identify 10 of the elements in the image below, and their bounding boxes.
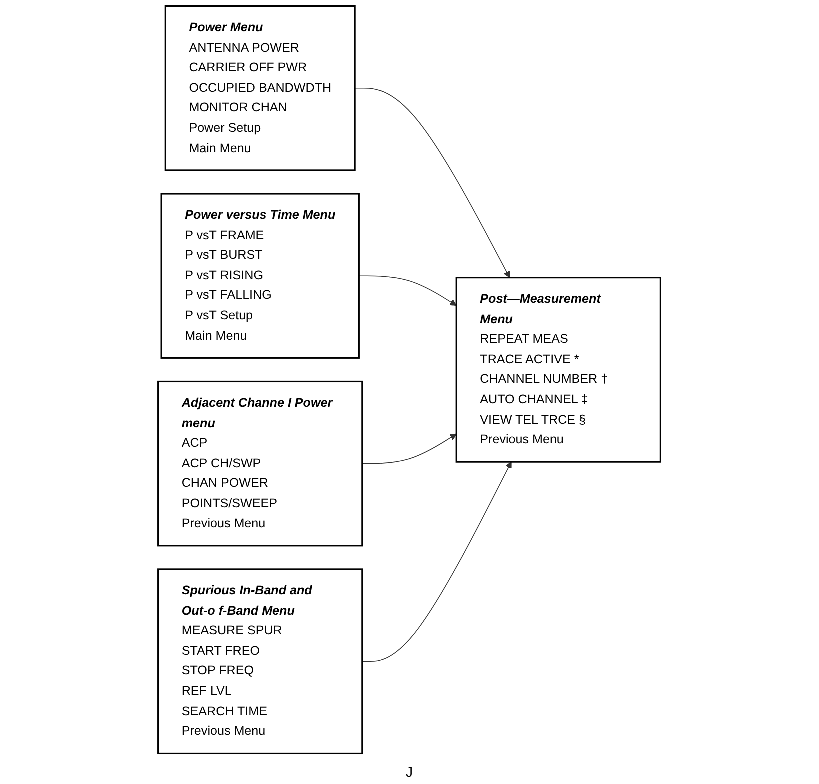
arrow [354,88,510,278]
node-box: Power versus Time Menu P vsT FRAME P vsT BURST P vsT RISING P vsT FALLING P vsT Setup Main Menu [160,193,360,359]
node-box: Spurious In-Band and Out-o f-Band Menu MEASURE SPUR START FREO STOP FREQ REF LVL SEARCH TIME Previous Menu [158,568,364,754]
node-box: Adjacent Channe I Power menu ACP ACP CH/SWP CHAN POWER POINTS/SWEEP Previous Menu [158,380,364,547]
arrow [358,276,457,306]
arrow [362,434,457,464]
note-text: J [406,764,413,780]
arrow [362,462,512,662]
node-box: Post—Measurement Menu REPEAT MEAS TRACE ACTIVE * CHANNEL NUMBER † AUTO CHANNEL ‡ VIEW TEL TRCE § Previous Menu [456,277,662,463]
node-box: Power Menu ANTENNA POWER CARRIER OFF PWR OCCUPIED BANDWDTH MONITOR CHAN Power Setup Main Menu [164,6,356,172]
